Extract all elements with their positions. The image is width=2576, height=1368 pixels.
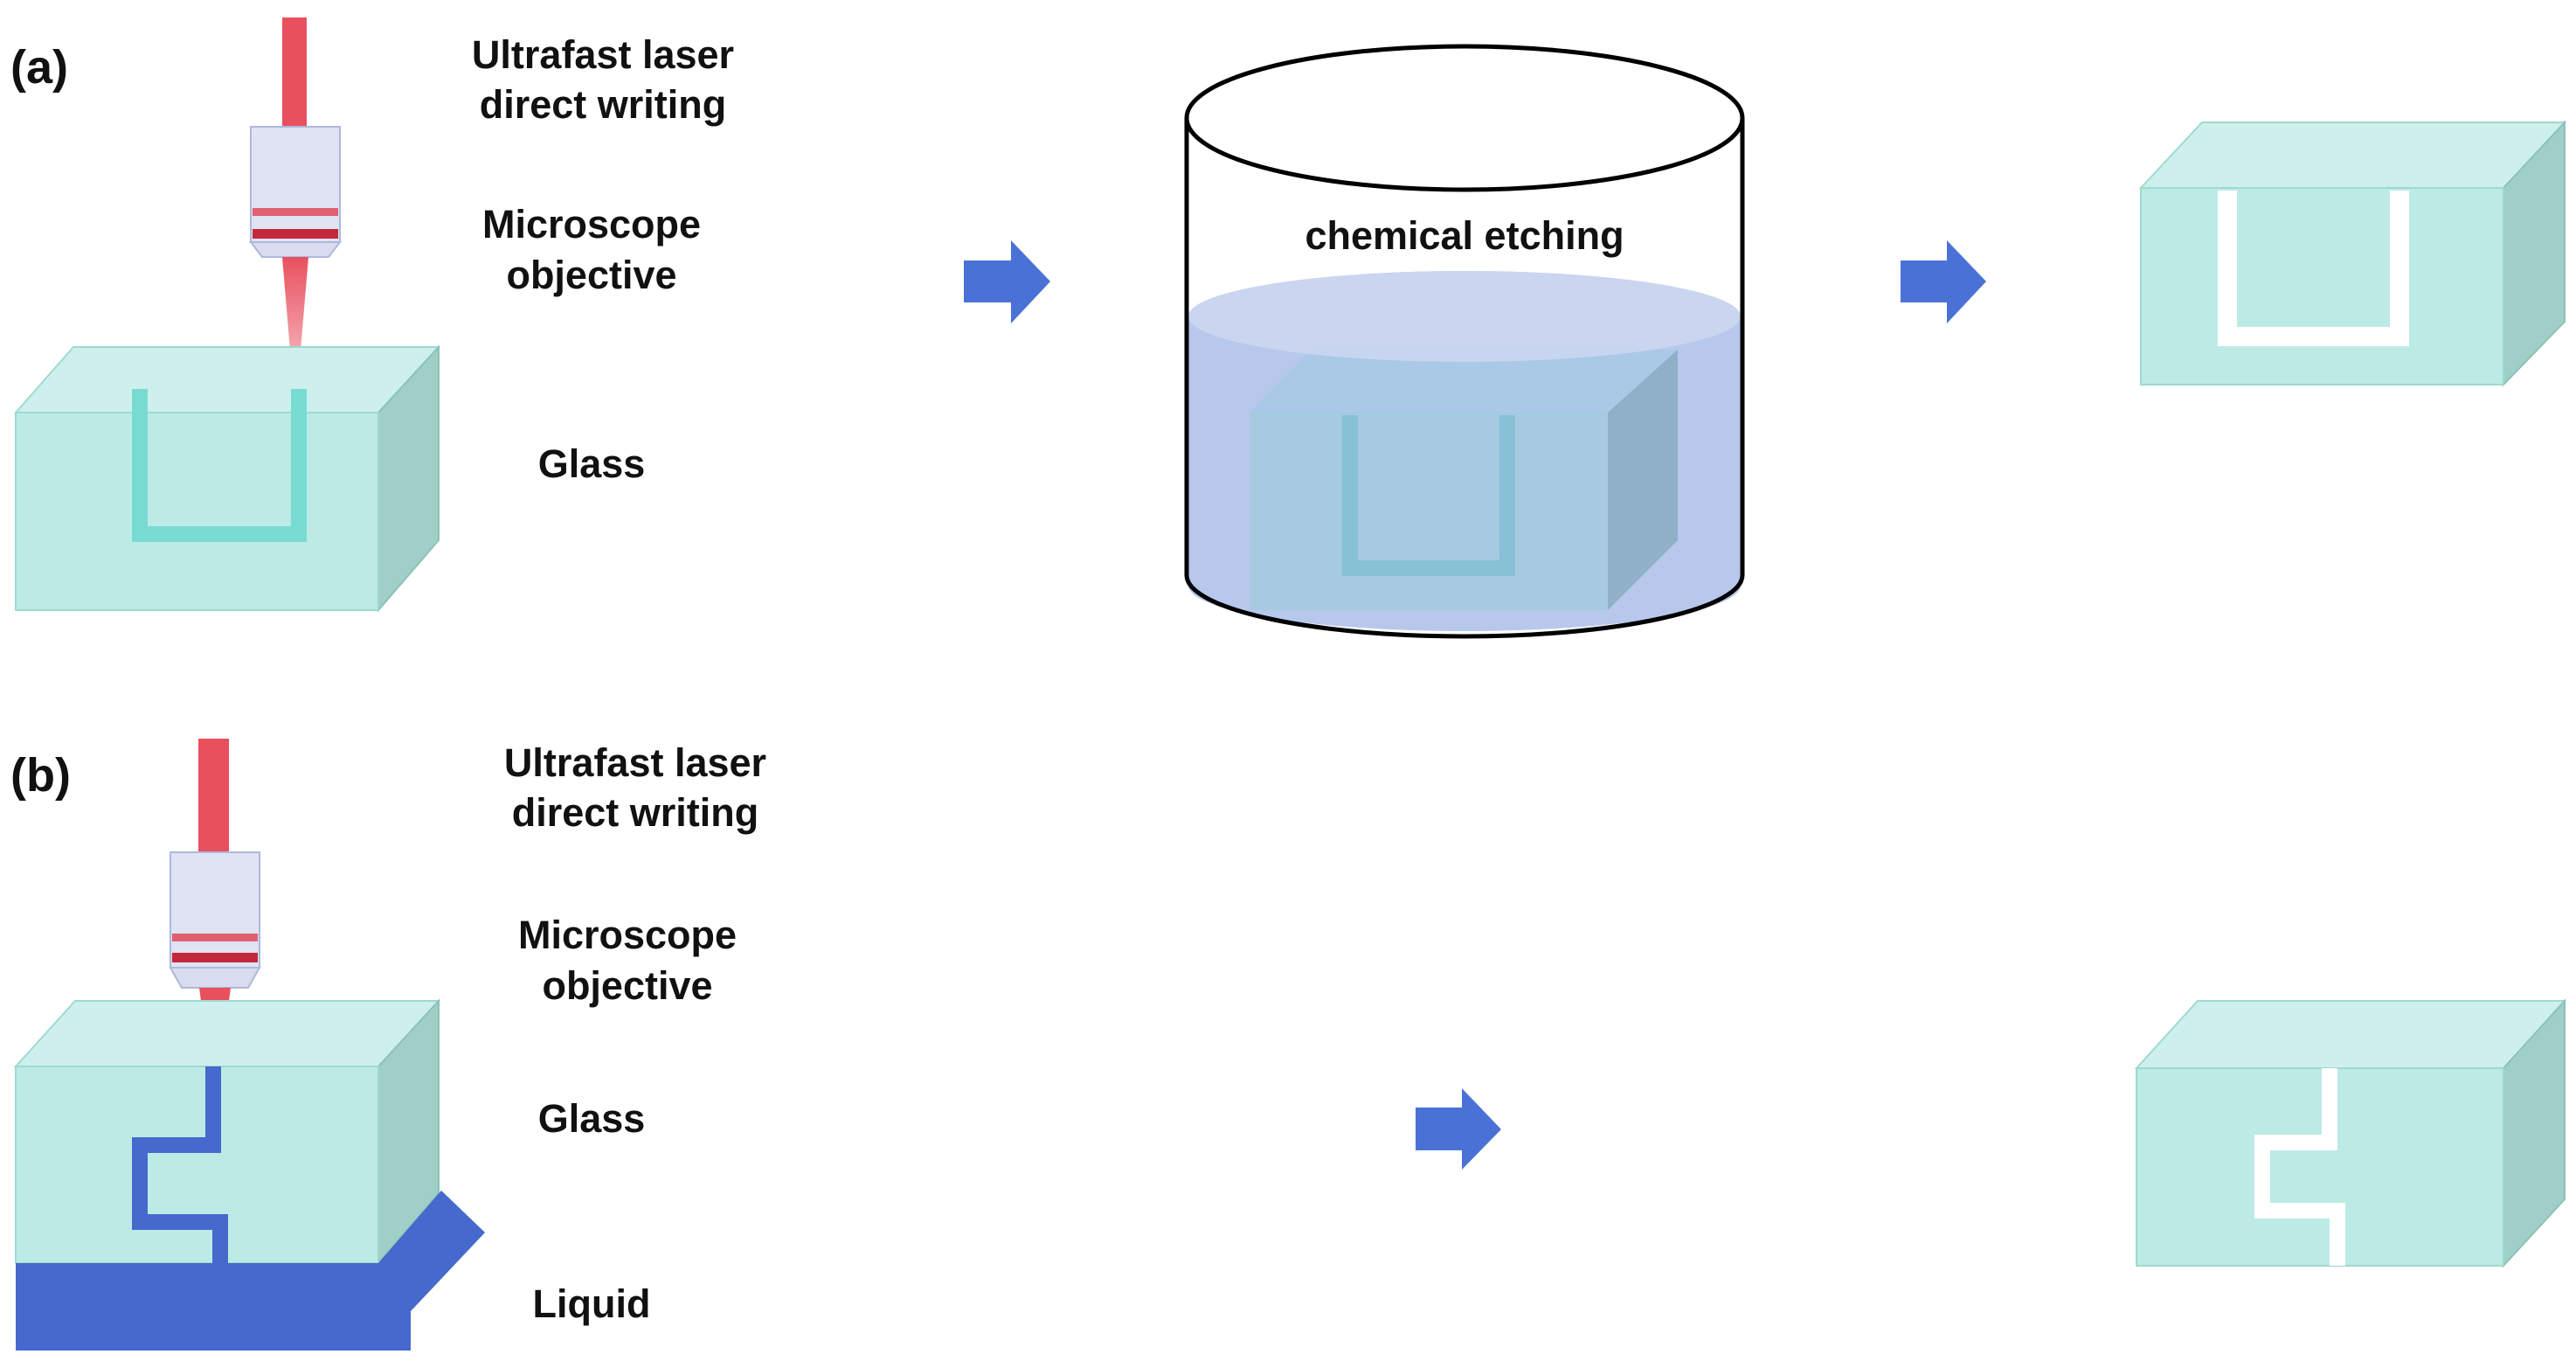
- objective-band-bottom: [172, 953, 258, 962]
- panel-a-laser-objective: [248, 17, 343, 372]
- arrow-right-icon: [964, 240, 1050, 323]
- panel-a-objective-label-line1: Microscope: [482, 202, 701, 247]
- objective-nose: [248, 241, 343, 258]
- panel-a-label: (a): [10, 41, 68, 94]
- submerged-glass-side: [1608, 350, 1678, 610]
- etching-label: chemical etching: [1305, 213, 1624, 258]
- beaker-rim: [1184, 44, 1745, 192]
- objective-band-bottom: [253, 229, 338, 239]
- submerged-glass-front: [1250, 413, 1608, 610]
- panel-a-laser-label-line2: direct writing: [480, 82, 727, 127]
- panel-b-laser-label-line1: Ultrafast laser: [504, 740, 766, 785]
- laser-written-channel: [132, 1066, 228, 1269]
- submerged-u-channel: [1342, 415, 1515, 576]
- result-glass-front: [2136, 1067, 2504, 1267]
- panel-a-objective-label-line2: objective: [506, 253, 676, 297]
- focused-laser-cone: [282, 257, 308, 372]
- etchant-surface: [1188, 271, 1741, 362]
- panel-b-glass-block: [13, 998, 485, 1351]
- panel-b-result-glass: [2134, 998, 2567, 1268]
- panel-a-laser-label-line1: Ultrafast laser: [472, 32, 734, 77]
- result-glass-front: [2140, 187, 2504, 385]
- liquid-reservoir: [16, 1191, 485, 1351]
- objective-band-top: [172, 934, 258, 941]
- glass-front-face: [15, 412, 379, 611]
- laser-beam: [282, 17, 307, 129]
- objective-nose: [169, 967, 261, 989]
- panel-b-laser-label-line2: direct writing: [512, 790, 759, 835]
- microscope-objective-icon: [250, 126, 341, 243]
- microscope-objective-icon: [170, 851, 260, 969]
- panel-b-glass-label: Glass: [538, 1096, 646, 1141]
- panel-a-result-glass: [2138, 120, 2567, 387]
- panel-b-label: (b): [10, 749, 71, 802]
- panel-b-liquid-label: Liquid: [533, 1281, 651, 1326]
- panel-b-objective-label-line2: objective: [542, 963, 712, 1008]
- laser-beam: [198, 739, 229, 852]
- submerged-glass-top: [1250, 350, 1678, 413]
- laser-written-u-channel: [132, 389, 307, 542]
- etched-u-channel: [2218, 191, 2409, 346]
- arrow-right-icon: [1416, 1088, 1501, 1170]
- glass-top-face: [13, 1000, 441, 1067]
- beaker-bottom: [1184, 574, 1745, 639]
- glass-front-face: [15, 1066, 379, 1264]
- result-glass-top: [2138, 122, 2567, 189]
- glass-top-face: [13, 346, 441, 413]
- etching-beaker: [1184, 44, 1745, 639]
- panel-a-glass-block: [13, 344, 441, 613]
- panel-a-glass-label: Glass: [538, 441, 646, 486]
- arrow-right-icon: [1901, 240, 1986, 323]
- panel-b-objective-label-line1: Microscope: [518, 913, 737, 957]
- objective-band-top: [253, 208, 338, 216]
- result-glass-top: [2134, 1000, 2567, 1069]
- etched-channel: [2254, 1068, 2345, 1266]
